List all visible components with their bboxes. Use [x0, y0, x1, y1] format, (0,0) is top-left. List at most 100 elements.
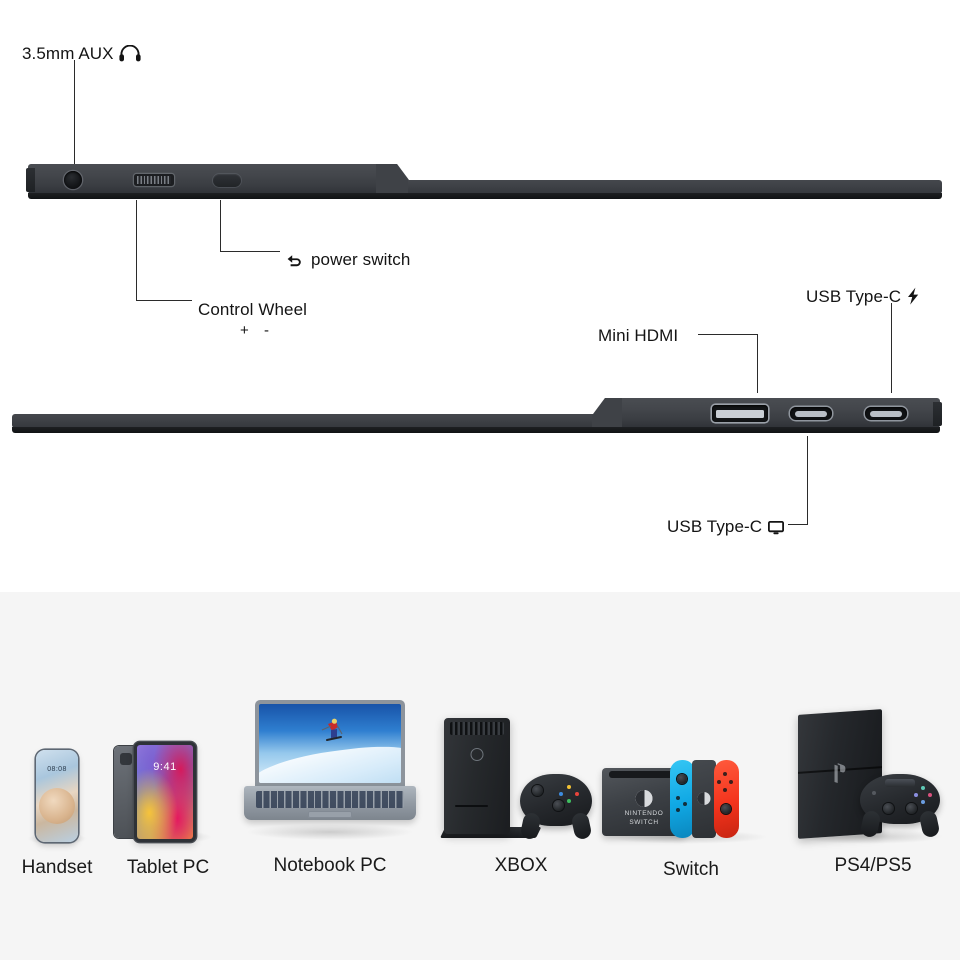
device-handset[interactable]: 08:08 Handset [10, 720, 104, 877]
xbox-controller [519, 774, 593, 841]
leader-line-aux [74, 60, 76, 168]
usbc-port-2[interactable] [865, 407, 907, 420]
ps4-console-body [798, 709, 882, 839]
xbox-button-a [566, 799, 571, 804]
device-xbox[interactable]: XBOX [428, 676, 614, 875]
callout-power-label: power switch [311, 250, 411, 269]
switch-joycon-left [670, 760, 695, 838]
notebook-shadow [246, 824, 414, 840]
switch-art: NINTENDO SWITCH [596, 732, 786, 844]
ps4-button-cross [920, 800, 925, 805]
ps4-controller [859, 774, 941, 839]
callout-usbc-power-label: USB Type-C [806, 287, 902, 306]
usbc-port-1[interactable] [790, 407, 832, 420]
handset-clock: 08:08 [47, 766, 67, 773]
xbox-stick-left [532, 785, 543, 796]
device-notebook[interactable]: Notebook PC [240, 700, 420, 875]
device-tablet[interactable]: 9:41 Tablet PC [112, 710, 224, 877]
monitor-bottom-thin-section [12, 414, 600, 428]
xbox-button-y [566, 785, 571, 790]
tablet-screen: 9:41 [137, 745, 193, 839]
tablet-clock: 9:41 [153, 761, 177, 773]
xbox-stick-right [553, 800, 564, 811]
switch-joycon-right-button-b [723, 788, 728, 793]
notebook-screen [259, 704, 401, 783]
ps4-button-circle [927, 793, 932, 798]
switch-joycon-left-stick [677, 774, 687, 784]
wheel-plus-sign: + [240, 322, 249, 339]
callout-wheel-label: Control Wheel [198, 300, 308, 319]
callout-hdmi-label: Mini HDMI [598, 326, 679, 345]
switch-joycon-right [714, 760, 739, 838]
monitor-top-view [26, 158, 942, 200]
ps4-dpad [872, 791, 877, 796]
xbox-button-b [574, 792, 579, 797]
playstation-art [790, 676, 956, 844]
device-label-xbox: XBOX [494, 855, 548, 876]
monitor-top-port-section [28, 164, 388, 194]
headphones-icon [119, 44, 141, 65]
notebook-keyboard [256, 791, 404, 808]
callout-usbc-power: USB Type-C [806, 287, 920, 308]
leader-line-hdmi-h [698, 334, 758, 336]
leader-line-usbc-display-v [807, 436, 809, 525]
device-label-switch: Switch [663, 859, 719, 880]
callout-usbc-display: USB Type-C [667, 517, 785, 538]
switch-dock-slot [609, 771, 679, 778]
switch-joycon-right-button-x [723, 772, 728, 777]
device-playstation[interactable]: PS4/PS5 [790, 676, 956, 875]
notebook-trackpad [308, 811, 352, 818]
leader-line-power-h [220, 251, 280, 253]
handset-wallpaper-circle [39, 788, 75, 824]
xbox-disc-slot [455, 804, 488, 807]
device-switch[interactable]: NINTENDO SWITCH [596, 732, 786, 879]
device-label-handset: Handset [21, 857, 93, 878]
monitor-bottom-base-shadow [12, 427, 940, 433]
control-wheel-port[interactable] [134, 174, 174, 186]
callout-power-switch: power switch [286, 251, 410, 271]
switch-logo-wordmark: NINTENDO SWITCH [602, 810, 686, 828]
mini-hdmi-port[interactable] [712, 405, 768, 422]
leader-line-hdmi-v [757, 334, 759, 393]
monitor-icon [768, 520, 785, 538]
switch-joycon-left-dpad-up [676, 796, 681, 801]
notebook-base [244, 786, 416, 820]
ps4-button-square [913, 793, 918, 798]
notebook-lid [255, 700, 405, 788]
notebook-skier-figure [322, 718, 343, 742]
ps4-stick-left [883, 803, 894, 814]
switch-joycon-left-dpad-right [683, 802, 688, 807]
switch-joycon-left-dpad-down [676, 808, 681, 813]
notebook-art [240, 700, 420, 842]
monitor-top-base-shadow [28, 193, 942, 199]
tablet-front-unit: 9:41 [134, 742, 196, 842]
ps4-stick-right [906, 803, 917, 814]
compatibility-panel: 08:08 Handset 9:41 [0, 592, 960, 960]
switch-joycon-right-button-a [729, 780, 734, 785]
nintendo-switch-logo-icon [635, 790, 653, 807]
handset-body: 08:08 [36, 750, 78, 842]
monitor-bottom-view [12, 392, 942, 436]
xbox-controller-grip-right [570, 811, 593, 841]
ps4-touchpad [885, 779, 915, 787]
switch-joycon-grip [692, 760, 716, 838]
aux-jack-port[interactable] [64, 171, 82, 189]
handset-art: 08:08 [10, 720, 104, 845]
switch-brand-line-1: NINTENDO [624, 810, 664, 817]
monitor-top-thin-section [408, 180, 942, 194]
power-button-port[interactable] [213, 174, 241, 187]
monitor-bottom-taper [592, 398, 626, 428]
leader-line-usbc-power [891, 303, 893, 393]
monitor-top-left-cap [26, 168, 35, 192]
compatibility-device-row: 08:08 Handset 9:41 [0, 592, 960, 960]
callout-usbc-display-label: USB Type-C [667, 517, 763, 536]
callout-aux: 3.5mm AUX [22, 44, 141, 65]
xbox-art [428, 676, 614, 842]
lightning-bolt-icon [906, 287, 920, 308]
xbox-button-x [558, 792, 563, 797]
monitor-bottom-right-cap [933, 402, 942, 426]
xbox-logo-icon [470, 748, 484, 761]
switch-joycon-right-stick [721, 804, 731, 814]
switch-brand-line-2: SWITCH [629, 818, 659, 826]
